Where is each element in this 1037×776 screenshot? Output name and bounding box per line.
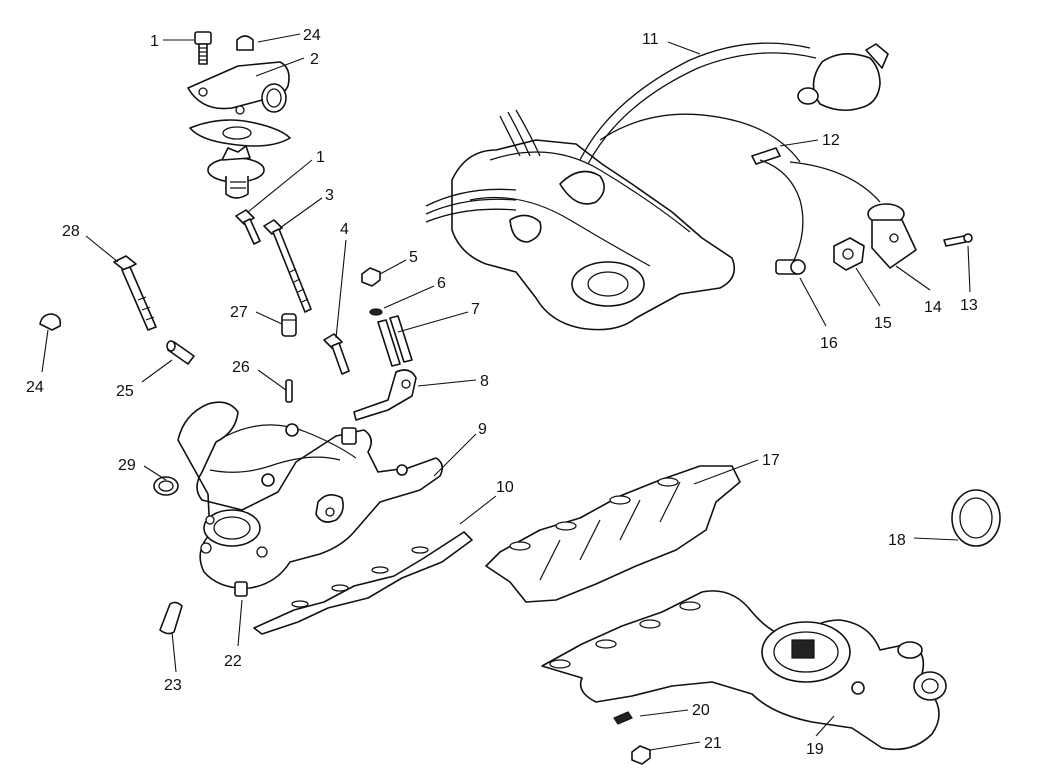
long-bolt-part-28 xyxy=(113,255,157,331)
callout-8: 8 xyxy=(480,373,489,390)
callout-29: 29 xyxy=(118,457,136,474)
tubes-part-7 xyxy=(377,315,413,367)
cap-part-24-left xyxy=(39,313,62,331)
callout-26: 26 xyxy=(232,359,250,376)
callout-14: 14 xyxy=(924,299,942,316)
spring-part-20 xyxy=(613,711,633,725)
clip-part-12 xyxy=(751,147,881,261)
callout-28: 28 xyxy=(62,223,80,240)
gasket-part-15 xyxy=(833,237,865,271)
callout-23: 23 xyxy=(164,677,182,694)
canister-top-right xyxy=(797,43,889,112)
callout-12: 12 xyxy=(822,132,840,149)
callout-20: 20 xyxy=(692,702,710,719)
callout-4: 4 xyxy=(340,221,349,238)
bracket-part-8 xyxy=(353,369,417,421)
oring-part-29 xyxy=(153,476,179,496)
ring-part-6 xyxy=(369,308,383,316)
engine-assembly xyxy=(425,109,736,331)
gasket-part-17 xyxy=(485,465,741,603)
pin-part-23 xyxy=(159,601,183,635)
oring-part-18 xyxy=(951,489,1001,547)
callout-19: 19 xyxy=(806,741,824,758)
plug-part-27 xyxy=(281,313,297,337)
callout-25: 25 xyxy=(116,383,134,400)
intake-manifold-right-part-19 xyxy=(541,590,947,751)
callout-24: 24 xyxy=(303,27,321,44)
callout-9: 9 xyxy=(478,421,487,438)
callout-labels: 1 24 2 1 3 28 4 5 6 7 27 24 25 26 8 9 29… xyxy=(26,27,978,758)
hose-part-11 xyxy=(579,42,817,165)
sensor-part-16 xyxy=(775,259,806,275)
callout-17: 17 xyxy=(762,452,780,469)
nut-part-21 xyxy=(631,745,651,765)
long-bolt-part-3 xyxy=(263,219,312,313)
thermostat xyxy=(207,145,265,199)
valve-part-14 xyxy=(867,203,917,269)
plug-part-22 xyxy=(234,581,248,597)
callout-7: 7 xyxy=(471,301,480,318)
bolt-part-13 xyxy=(943,233,973,247)
callout-11: 11 xyxy=(642,31,659,48)
leader-lines xyxy=(41,33,971,751)
callout-21: 21 xyxy=(704,735,722,752)
callout-16: 16 xyxy=(820,335,838,352)
dowel-part-25 xyxy=(166,340,195,365)
nut-part-5 xyxy=(361,267,381,287)
bolt-part-4 xyxy=(323,333,350,375)
callout-10: 10 xyxy=(496,479,514,496)
intake-manifold-left xyxy=(177,401,444,589)
bolt-part-1-mid xyxy=(235,209,261,245)
callout-3: 3 xyxy=(325,187,334,204)
callout-6: 6 xyxy=(437,275,446,292)
callout-1: 1 xyxy=(316,149,325,166)
bolt-part-1-top xyxy=(194,31,212,65)
callout-2: 2 xyxy=(310,51,319,68)
callout-15: 15 xyxy=(874,315,892,332)
callout-5: 5 xyxy=(409,249,418,266)
callout-1: 1 xyxy=(150,33,159,50)
callout-18: 18 xyxy=(888,532,906,549)
cap-part-24-top xyxy=(236,35,254,51)
callout-22: 22 xyxy=(224,653,242,670)
callout-27: 27 xyxy=(230,304,248,321)
gasket-thermostat xyxy=(189,119,291,147)
pin-part-26 xyxy=(285,379,293,403)
gasket-part-10 xyxy=(253,531,473,635)
callout-24: 24 xyxy=(26,379,44,396)
callout-13: 13 xyxy=(960,297,978,314)
